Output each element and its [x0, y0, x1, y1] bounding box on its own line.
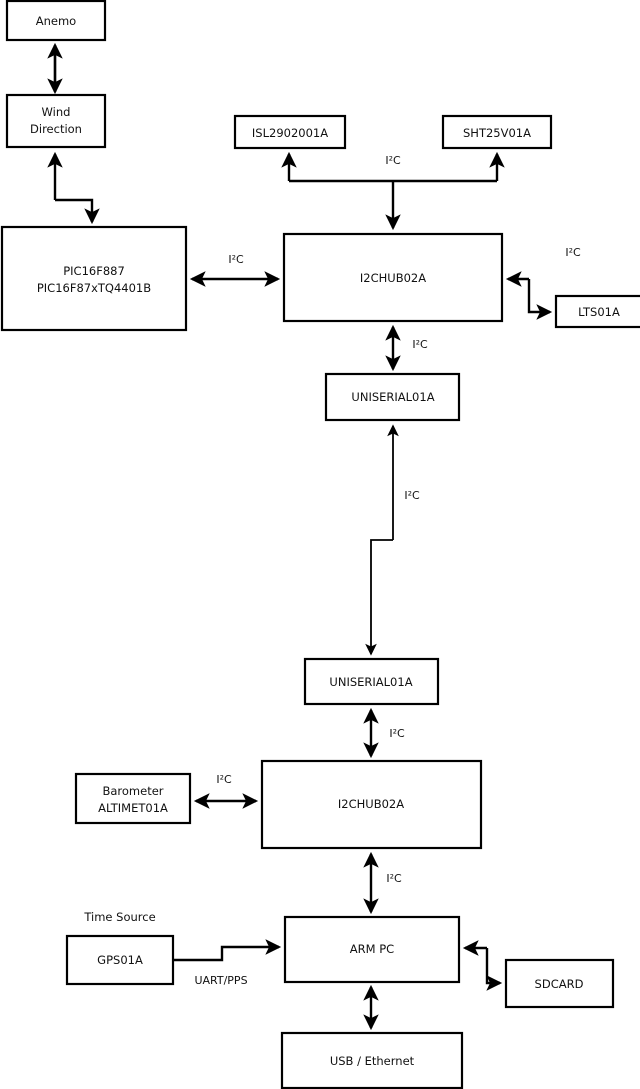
node-pic-mcu-label-line1: PIC16F887	[63, 264, 125, 278]
connection-uniserial-top-bottom	[365, 424, 399, 656]
node-i2chub02a-bottom-label: I2CHUB02A	[338, 797, 404, 811]
node-uniserial01a-bottom[interactable]: UNISERIAL01A	[303, 657, 440, 706]
node-barometer-label-line1: Barometer	[102, 784, 163, 798]
node-wind-direction-label-line2: Direction	[30, 122, 82, 136]
edge-label-uniserial-hub: I²C	[389, 727, 405, 740]
node-lts01a-label: LTS01A	[578, 305, 620, 319]
node-wind-direction[interactable]: Wind Direction	[5, 93, 107, 149]
node-lts01a[interactable]: LTS01A	[554, 294, 640, 329]
node-usb-ethernet-label: USB / Ethernet	[330, 1054, 415, 1068]
node-barometer[interactable]: Barometer ALTIMET01A	[74, 772, 192, 825]
node-pic-mcu[interactable]: PIC16F887 PIC16F87xTQ4401B	[0, 225, 188, 332]
connection-hub-lts	[505, 271, 553, 320]
node-pic-mcu-label-line2: PIC16F87xTQ4401B	[37, 281, 151, 295]
node-arm-pc-label: ARM PC	[350, 942, 394, 956]
node-i2chub02a-top-label: I2CHUB02A	[360, 271, 426, 285]
node-sht25v01a[interactable]: SHT25V01A	[441, 114, 553, 150]
edge-label-hub-uniserial: I²C	[412, 338, 428, 351]
node-sdcard[interactable]: SDCARD	[504, 958, 615, 1009]
connection-hub-isl-sht-bus	[281, 151, 505, 231]
node-uniserial01a-top[interactable]: UNISERIAL01A	[324, 372, 461, 422]
node-i2chub02a-bottom[interactable]: I2CHUB02A	[260, 759, 483, 850]
node-sdcard-label: SDCARD	[535, 977, 584, 991]
node-barometer-label-line2: ALTIMET01A	[98, 801, 168, 815]
node-isl2902001a[interactable]: ISL2902001A	[233, 114, 347, 150]
node-uniserial01a-bottom-label: UNISERIAL01A	[329, 675, 412, 689]
connection-armpc-sdcard	[462, 940, 503, 991]
edge-label-uniserial-uniserial: I²C	[404, 489, 420, 502]
node-gps01a[interactable]: GPS01A	[65, 934, 175, 986]
node-arm-pc[interactable]: ARM PC	[283, 915, 461, 984]
node-anemo-label: Anemo	[36, 14, 76, 28]
node-gps01a-label: GPS01A	[97, 953, 143, 967]
edge-label-pic-hub: I²C	[228, 253, 244, 266]
node-isl2902001a-label: ISL2902001A	[252, 126, 328, 140]
node-uniserial01a-top-label: UNISERIAL01A	[351, 390, 434, 404]
edge-label-hub-armpc: I²C	[386, 872, 402, 885]
label-time-source: Time Source	[83, 910, 155, 924]
edge-label-isl-sht-bus: I²C	[385, 154, 401, 167]
edge-label-gps-armpc: UART/PPS	[194, 974, 247, 987]
node-i2chub02a-top[interactable]: I2CHUB02A	[282, 232, 504, 323]
node-anemo[interactable]: Anemo	[5, 0, 107, 42]
node-sht25v01a-label: SHT25V01A	[463, 126, 531, 140]
node-wind-direction-label-line1: Wind	[42, 105, 71, 119]
edge-label-hub-lts: I²C	[565, 246, 581, 259]
connection-wind-pic	[47, 151, 100, 225]
node-usb-ethernet[interactable]: USB / Ethernet	[280, 1031, 464, 1089]
edge-label-barometer-hub: I²C	[216, 773, 232, 786]
connection-gps-armpc	[173, 939, 282, 962]
